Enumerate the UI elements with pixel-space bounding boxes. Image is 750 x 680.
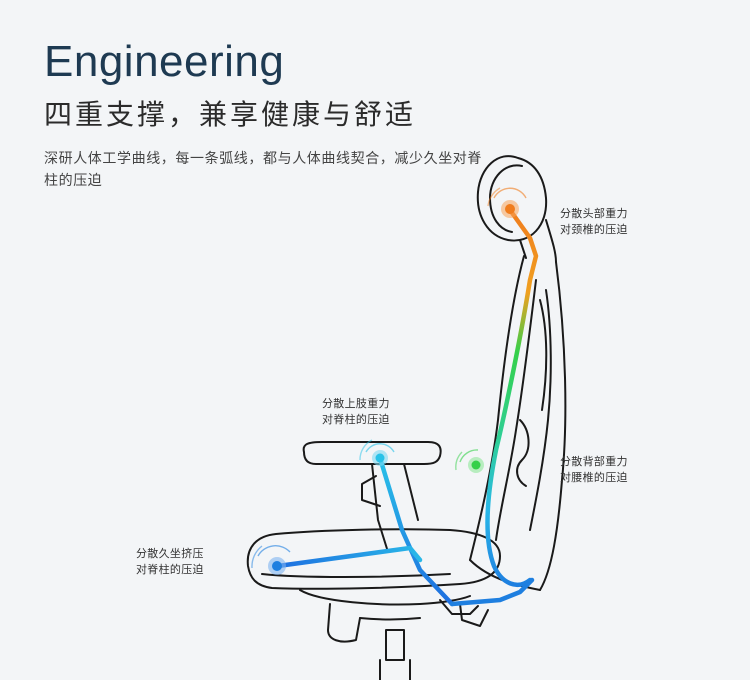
- page-subtitle: 四重支撑，兼享健康与舒适: [44, 98, 417, 131]
- pressure-point-head: [487, 187, 527, 218]
- pressure-point-seat: [251, 545, 291, 575]
- base-support-line: [449, 577, 535, 607]
- support-lines: [275, 207, 539, 607]
- callout-head-line2: 对颈椎的压迫: [560, 223, 628, 236]
- callout-back-line2: 对腰椎的压迫: [560, 471, 628, 484]
- chair-outline: [246, 155, 567, 680]
- callout-seat-line2: 对脊柱的压迫: [136, 563, 204, 576]
- spine-support-line: [485, 207, 539, 587]
- page-title: Engineering: [44, 37, 285, 86]
- pressure-point-arm: [359, 439, 395, 466]
- description-text: 深研人体工学曲线，每一条弧线，都与人体曲线契合，减少久坐对脊柱的压迫: [44, 151, 482, 189]
- callout-back-line1: 分散背部重力: [560, 455, 628, 468]
- pressure-point-back: [455, 449, 484, 473]
- callout-seat-line1: 分散久坐挤压: [136, 547, 204, 560]
- arm-support-line: [377, 455, 455, 607]
- callout-head-line1: 分散头部重力: [560, 207, 628, 220]
- callout-arm-line2: 对脊柱的压迫: [322, 413, 390, 426]
- seat-support-line: [275, 545, 423, 569]
- callout-seat: 分散久坐挤压 对脊柱的压迫: [136, 546, 204, 578]
- callout-arm: 分散上肢重力 对脊柱的压迫: [322, 396, 390, 428]
- callout-back: 分散背部重力 对腰椎的压迫: [560, 454, 628, 486]
- callout-arm-line1: 分散上肢重力: [322, 397, 390, 410]
- callout-head: 分散头部重力 对颈椎的压迫: [560, 206, 628, 238]
